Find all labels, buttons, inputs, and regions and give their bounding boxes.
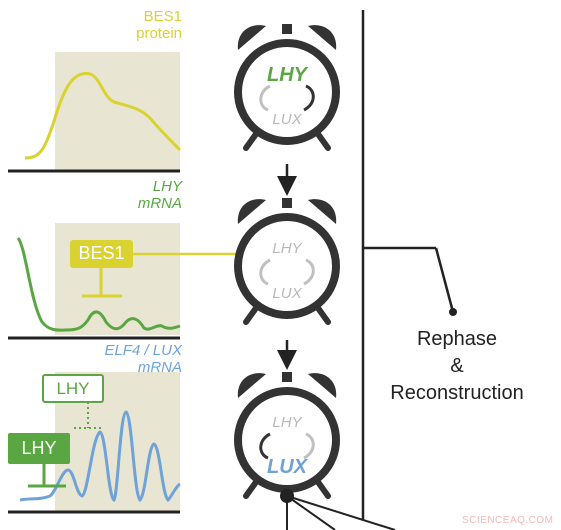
bes1-protein-title: BES1 protein bbox=[92, 8, 182, 43]
elf4-lux-mrna-panel bbox=[8, 372, 181, 514]
cycle-arrow-left bbox=[259, 84, 271, 112]
bracket-down bbox=[434, 247, 455, 313]
clock-bell-left bbox=[237, 25, 266, 50]
elf4-lux-mrna-curve bbox=[19, 410, 181, 503]
note-line: Reconstruction bbox=[390, 382, 524, 404]
clock-face bbox=[234, 39, 340, 145]
clock-bell-right bbox=[308, 199, 337, 224]
clock-2-lux-label: LUX bbox=[272, 285, 302, 302]
watermark: SCIENCEAQ.COM bbox=[462, 515, 554, 526]
bes1-protein-panel bbox=[8, 52, 182, 173]
clock-face bbox=[234, 213, 340, 319]
light-period-shading bbox=[55, 52, 180, 170]
clock-foot-right bbox=[315, 479, 331, 499]
cycle-arrow-right bbox=[303, 258, 315, 286]
title-line: mRNA bbox=[137, 359, 182, 377]
rephase-reconstruction-note: Rephase & Reconstruction bbox=[372, 328, 542, 405]
clock-bell-right bbox=[308, 373, 337, 398]
lhy-outline-box bbox=[42, 374, 104, 403]
title-line: BES1 bbox=[143, 8, 182, 25]
note-line: Rephase bbox=[416, 328, 498, 350]
clock-foot-left bbox=[243, 131, 259, 151]
bracket-node bbox=[449, 308, 457, 316]
clock-lhy-active bbox=[234, 24, 340, 151]
lhy-filled-label: LHY bbox=[21, 438, 57, 458]
clock-1-lhy-label: LHY bbox=[267, 64, 307, 86]
clock-foot-right bbox=[315, 305, 331, 325]
clock-2-lhy-label: LHY bbox=[272, 240, 302, 257]
clock-knob bbox=[282, 372, 292, 382]
clock-foot-left bbox=[243, 479, 259, 499]
bes1-protein-curve bbox=[24, 72, 182, 160]
rephase-bracket bbox=[361, 10, 457, 520]
cycle-arrow-right bbox=[303, 432, 315, 460]
clock-lhy-repressed bbox=[234, 198, 340, 325]
clock-bell-left bbox=[237, 373, 266, 398]
clock-bell-left bbox=[237, 199, 266, 224]
title-line: mRNA bbox=[137, 195, 182, 213]
light-period-shading bbox=[55, 223, 180, 335]
clock-knob bbox=[282, 24, 292, 34]
clock-knob bbox=[282, 198, 292, 208]
output-line bbox=[286, 495, 396, 530]
cycle-arrow-left bbox=[259, 258, 271, 286]
clock-3-lhy-label: LHY bbox=[272, 414, 302, 431]
clock-1-lux-label: LUX bbox=[272, 111, 302, 128]
clock-foot-right bbox=[315, 131, 331, 151]
title-line: ELF4 / LUX bbox=[104, 342, 182, 359]
clock-3-lux-label: LUX bbox=[267, 456, 307, 478]
note-line: & bbox=[450, 355, 464, 377]
clock-foot-left bbox=[243, 305, 259, 325]
output-line bbox=[286, 495, 336, 530]
lhy-mrna-curve bbox=[16, 237, 181, 332]
cycle-arrow-left bbox=[259, 432, 271, 460]
lhy-mrna-title: LHY mRNA bbox=[92, 178, 182, 213]
lhy-filled-box bbox=[8, 433, 70, 464]
title-line: LHY bbox=[152, 178, 182, 195]
lhy-mrna-panel bbox=[8, 223, 264, 340]
bes1-repressor-box bbox=[70, 240, 133, 268]
title-line: protein bbox=[136, 25, 182, 43]
elf4-lux-mrna-title: ELF4 / LUX mRNA bbox=[62, 342, 182, 377]
bes1-repressor-label: BES1 bbox=[78, 243, 125, 263]
lhy-outline-label: LHY bbox=[56, 379, 90, 398]
clock-bell-right bbox=[308, 25, 337, 50]
cycle-arrow-right bbox=[303, 84, 315, 112]
